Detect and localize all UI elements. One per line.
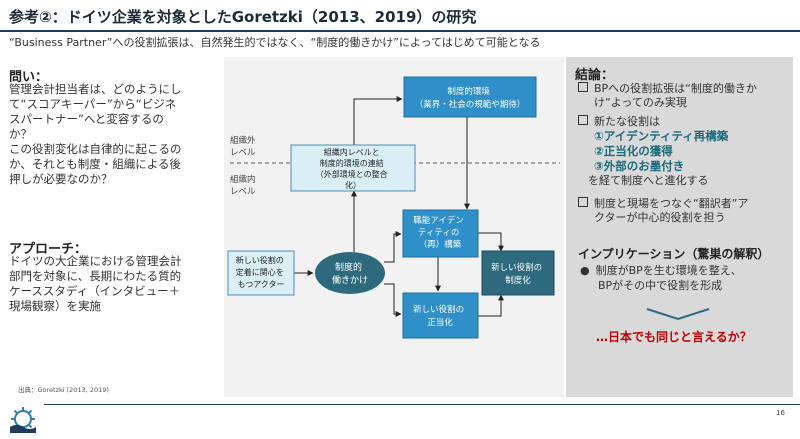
arrow-ellipse-to-legit [384,283,402,317]
institutionalization-box [481,250,555,296]
level-outer-label: 組織外 レベル [230,135,258,158]
conclusion-point-3: ③外部のお墨付き [594,159,685,173]
question-line: て“スコアキーパー”から“ビジネ [9,97,177,111]
implication-text: ●制度がBPを生む環境を整え、 BPがその中で役割を形成 [580,264,742,292]
arrow-link-to-env [353,96,403,145]
question-line: か？ [9,127,32,141]
approach-line: 現場観察）を実施 [9,299,101,313]
question-line: か、それとも制度・組織による後 [9,157,181,171]
question-line: スパートナー”へと変容するの [9,112,164,126]
approach-line: ドイツの大企業における管理会計 [9,254,182,268]
footer-divider [44,404,800,405]
page-number: 16 [776,409,785,417]
linkage-text: 組織内レベルと 制度的環境の連結 （外部環境との整合 化） [316,147,390,190]
checkbox-square-icon [578,115,588,125]
chevron-down-icon [646,308,710,321]
legitimation-text: 新しい役割の 正当化 [413,304,467,328]
question-line: この役割変化は自律的に起こるの [9,142,182,156]
conclusion-point-1: ①アイデンティティ再構築 [594,129,729,143]
approach-text: ドイツの大企業における管理会計 部門を対象に、長期にわたる質的 ケーススタディ（… [9,254,221,314]
conclusion-item-2: 新たな役割は ①アイデンティティ再構築 ②正当化の獲得 ③外部のお墨付き を経て… [578,115,790,188]
actor-box [227,250,295,296]
arrow-ellipse-to-identity [384,231,402,263]
conclusion-point-2: ②正当化の獲得 [594,144,673,158]
level-inner-label: 組織内 レベル [230,174,258,197]
institutional-environment-box [403,76,537,118]
approach-line: 部門を対象に、長期にわたる質的 [9,269,182,283]
question-heading: 問い： [9,70,49,85]
checkbox-square-icon [578,197,588,207]
page-subtitle: “Business Partner”への役割拡張は、自然発生的ではなく、“制度的… [9,36,541,49]
institutional-environment-text: 制度的環境 （業界・社会の規範や期待） [415,86,526,110]
linkage-box [290,144,416,192]
question-line: 押しが必要なのか？ [9,172,113,186]
actor-text: 新しい役割の 定着に関心を もつアクター [236,255,287,289]
institutionalization-text: 新しい役割の 制度化 [491,262,545,286]
title-divider [0,30,800,32]
source-note: 出典：Goretzki (2013, 2019) [18,386,109,394]
conclusion-heading: 結論： [575,68,615,83]
institutional-work-text: 制度的 働きかけ [332,261,368,286]
question-text: 管理会計担当者は、どのようにし て“スコアキーパー”から“ビジネ スパートナー”… [9,82,219,187]
identity-box [402,209,479,258]
legitimation-box [402,292,479,339]
question-line: 管理会計担当者は、どのようにし [9,82,182,96]
conclusion-item-1: BPへの役割拡張は“制度的働きか け”よってのみ実現 [578,82,790,110]
institutional-work-ellipse [315,252,385,294]
arrow-legit-to-inst [478,294,504,317]
institutional-work-diagram: 組織外 レベル 組織内 レベル 制度的環境 （業界・社会の規範や期待） 組織内レ… [227,76,560,339]
approach-line: ケーススタディ（インタビュー＋ [9,284,181,298]
conclusion-item-3: 制度と現場をつなぐ“翻訳者”ア クターが中心的役割を担う [578,197,790,225]
arrow-identity-to-inst [478,232,504,252]
checkbox-square-icon [578,82,588,92]
approach-heading: アプローチ： [9,242,88,257]
page-title: 参考②：ドイツ企業を対象としたGoretzki（2013、2019）の研究 [9,8,477,26]
conclusion-panel [566,57,793,397]
diagram-panel: 組織外 レベル 組織内 レベル 制度的環境 （業界・社会の規範や期待） 組織内レ… [224,57,564,397]
implication-heading: インプリケーション（驚巣の解釈） [578,247,770,261]
closing-question: …日本でも同じと言えるか？ [596,330,752,344]
company-logo-icon [10,407,36,433]
bullet-icon: ● [580,264,590,277]
identity-text: 職能アイデン ティティの （再）構築 [413,215,466,250]
